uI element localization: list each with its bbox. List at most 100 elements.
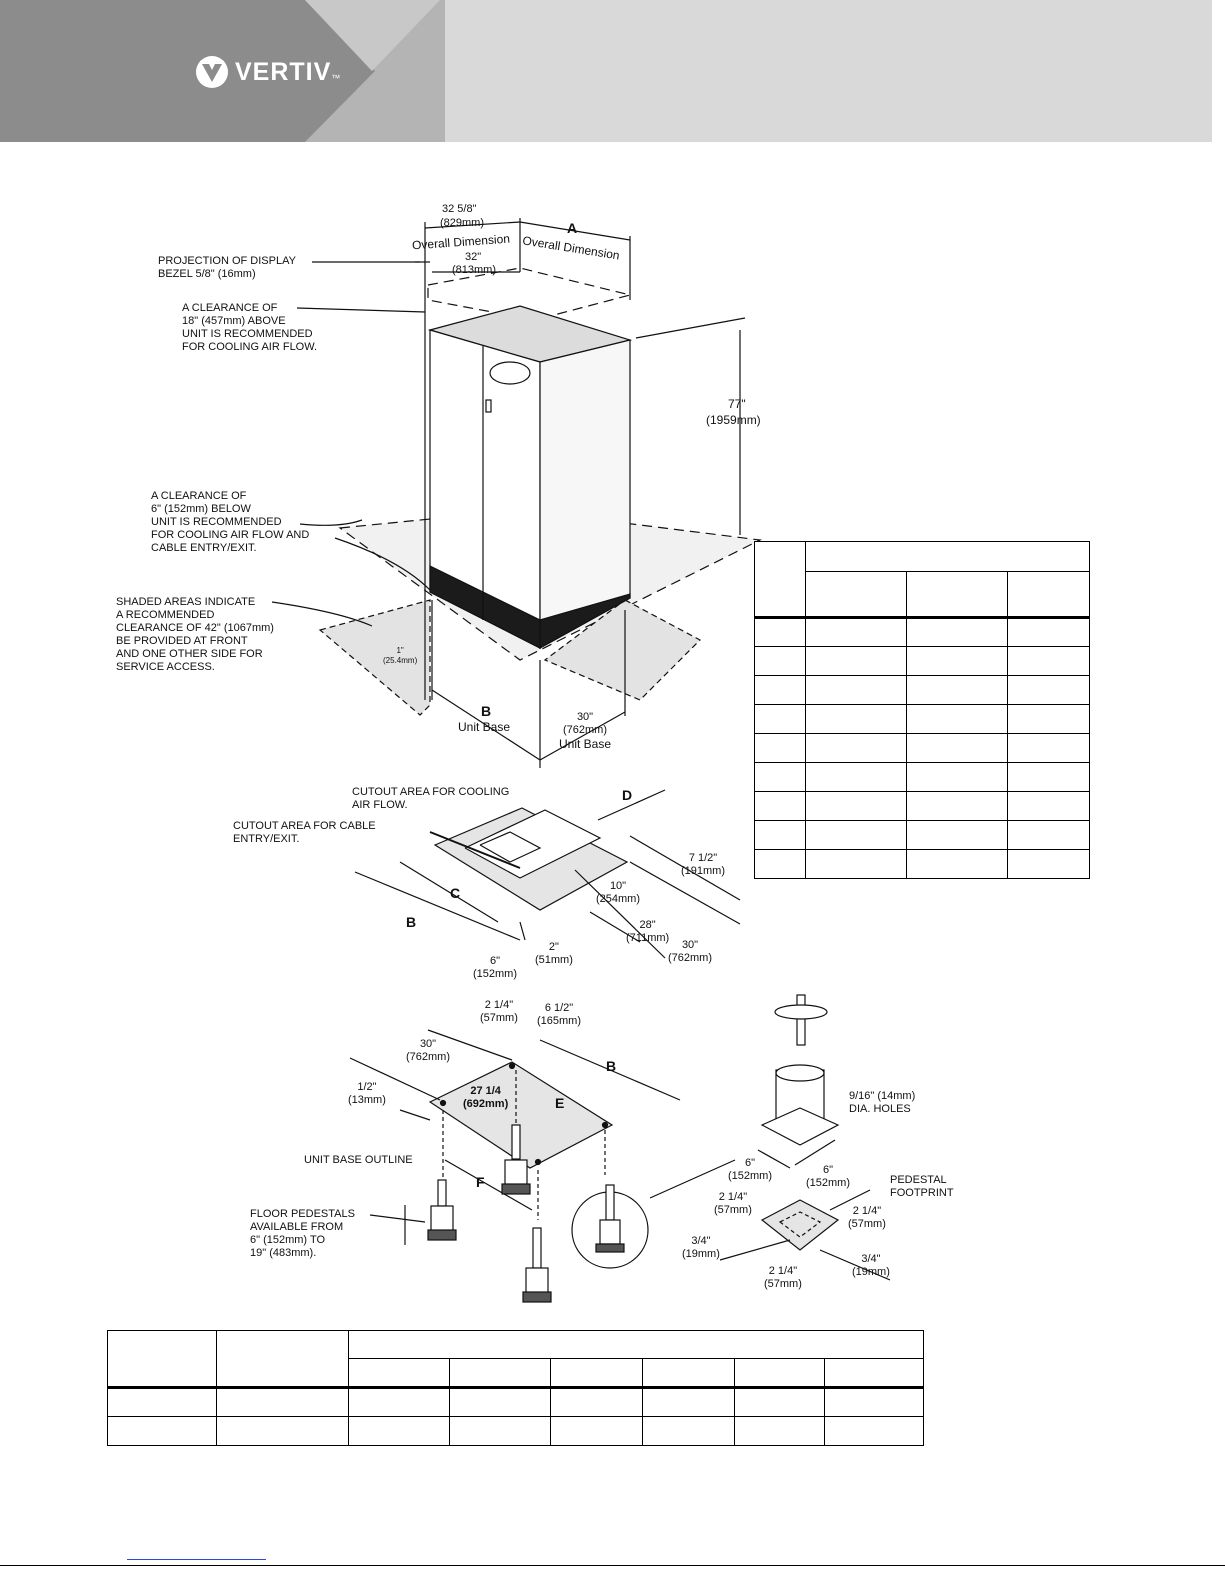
dimension-a-label: A [567, 220, 578, 236]
depth-30-dimension: 30" (762mm) [563, 711, 608, 736]
table-row [107, 1387, 924, 1417]
table-cell [906, 617, 1008, 647]
dimension-27-25: 27 1/4 (692mm) [463, 1085, 509, 1110]
footprint-top-right-dim: 2 1/4" (57mm) [848, 1205, 886, 1230]
table-cell [754, 541, 806, 618]
cutout-dimension-b-label: B [406, 914, 417, 930]
table-cell [754, 762, 806, 792]
table-cell [1007, 762, 1090, 792]
width-32-value: 32" [465, 251, 482, 263]
cooling-cutout-note: CUTOUT AREA FOR COOLING AIR FLOW. [352, 786, 510, 811]
footprint-bottom-dim: 2 1/4" (57mm) [764, 1265, 802, 1290]
table-cell [805, 762, 907, 792]
table-row [754, 762, 1090, 792]
table-cell [906, 646, 1008, 676]
table-cell [107, 1416, 217, 1446]
table-row [754, 791, 1090, 821]
table-cell [642, 1387, 735, 1417]
table-cell [550, 1358, 643, 1388]
bezel-projection-note: PROJECTION OF DISPLAY BEZEL 5/8" (16mm) [158, 255, 296, 280]
table-cell [216, 1387, 349, 1417]
table-cell [906, 849, 1008, 879]
dimension-30-cutout: 30" (762mm) [668, 939, 713, 964]
one-inch-dimension: 1" (25.4mm) [383, 646, 418, 665]
cabinet-top [427, 305, 633, 363]
table-cell [805, 541, 1090, 572]
cabinet-front [429, 329, 541, 649]
unit-base-b-label: Unit Base [458, 720, 511, 734]
table-cell [1007, 646, 1090, 676]
table-cell [550, 1416, 643, 1446]
table-cell [754, 733, 806, 763]
table-cell [1007, 849, 1090, 879]
dimension-half-inch: 1/2" (13mm) [348, 1081, 386, 1106]
table-cell [805, 571, 907, 618]
footer-link[interactable] [127, 1559, 266, 1560]
table-cell [348, 1416, 450, 1446]
table-cell [906, 762, 1008, 792]
table-cell [1007, 704, 1090, 734]
table-cell [906, 791, 1008, 821]
table-cell [805, 675, 907, 705]
table-cell [1007, 617, 1090, 647]
table-cell [906, 704, 1008, 734]
table-cell [348, 1387, 450, 1417]
table-cell [906, 675, 1008, 705]
height-mm: (1959mm) [706, 413, 761, 427]
dimension-6-cutout: 6" (152mm) [473, 955, 518, 980]
dimension-7-5: 7 1/2" (191mm) [681, 852, 726, 877]
table-cell [348, 1330, 924, 1359]
floor-pedestals [427, 1124, 649, 1303]
dia-holes-note: 9/16" (14mm) DIA. HOLES [849, 1090, 916, 1115]
table-cell [550, 1387, 643, 1417]
top-clearance-note: A CLEARANCE OF 18" (457mm) ABOVE UNIT IS… [182, 302, 318, 353]
table-cell [805, 849, 907, 879]
table-cell [906, 733, 1008, 763]
footprint-top-left-dim: 2 1/4" (57mm) [714, 1191, 752, 1216]
dimension-10: 10" (254mm) [596, 880, 641, 905]
overall-width-value: 32 5/8" [442, 203, 477, 215]
table-row [754, 820, 1090, 850]
table-cell [824, 1358, 924, 1388]
table-cell [754, 791, 806, 821]
cabinet-base-side [539, 593, 631, 650]
table-row [754, 541, 1090, 618]
table-cell [216, 1416, 349, 1446]
cabinet-base-front [429, 565, 541, 649]
table-cell [754, 849, 806, 879]
unit-base-outline-label: UNIT BASE OUTLINE [304, 1154, 413, 1166]
pedestal-footprint-label: PEDESTAL FOOTPRINT [890, 1174, 954, 1199]
table-row [107, 1330, 924, 1388]
floor-clearance-plane [338, 509, 763, 661]
pedestal-dimension-b-label: B [606, 1058, 617, 1074]
footprint-left-dim: 3/4" (19mm) [682, 1235, 720, 1260]
cabinet-side [539, 339, 631, 650]
header-banner [0, 0, 1212, 142]
table-cell [754, 820, 806, 850]
pedestal-plan [349, 1029, 681, 1245]
table-cell [906, 820, 1008, 850]
table-cell [805, 704, 907, 734]
display-bezel [489, 361, 531, 385]
vertiv-logo: VERTIV ™ [195, 55, 340, 89]
table-row [754, 617, 1090, 647]
pedestal-footprint [760, 1199, 840, 1251]
table-cell [216, 1330, 349, 1388]
table-cell [1007, 733, 1090, 763]
pedestal-6-left: 6" (152mm) [728, 1157, 773, 1182]
dimension-28: 28" (711mm) [626, 919, 670, 944]
dimension-f-label: F [476, 1174, 485, 1190]
table-cell [754, 617, 806, 647]
table-row [754, 849, 1090, 879]
overall-dimension-left: Overall Dimension [411, 231, 511, 253]
door-handle [485, 399, 492, 413]
table-cell [824, 1416, 924, 1446]
table-cell [754, 646, 806, 676]
table-cell [805, 617, 907, 647]
table-cell [348, 1358, 450, 1388]
table-cell [1007, 675, 1090, 705]
table-row [754, 646, 1090, 676]
table-cell [754, 704, 806, 734]
overall-dimension-right: Overall Dimension [521, 233, 621, 263]
service-access-note: SHADED AREAS INDICATE A RECOMMENDED CLEA… [116, 596, 274, 673]
